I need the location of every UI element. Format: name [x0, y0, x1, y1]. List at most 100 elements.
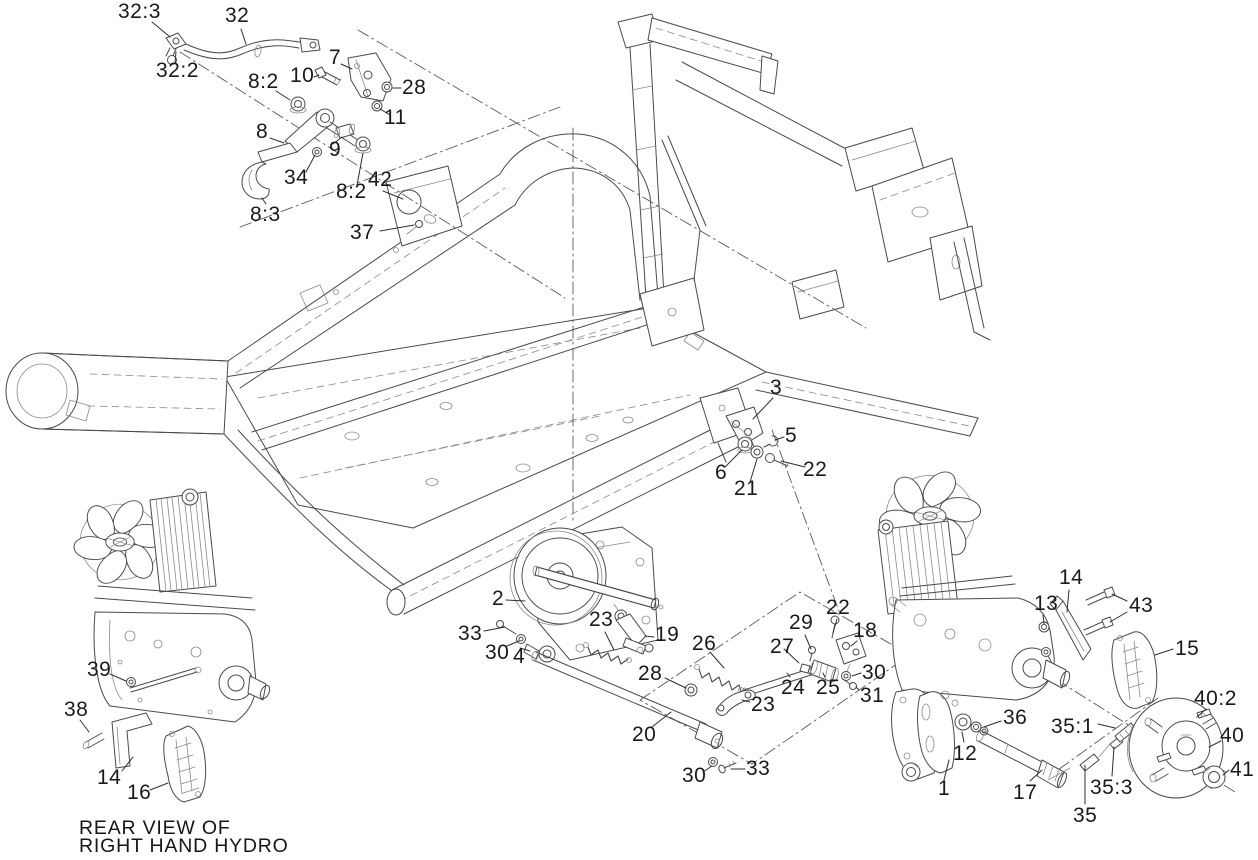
leader-lines: [79, 21, 1230, 805]
leader-line: [1097, 723, 1116, 729]
leader-line: [943, 759, 950, 781]
part-callout: 20: [632, 723, 657, 746]
steering-linkage: [165, 32, 393, 200]
leader-line: [752, 397, 774, 420]
part-callout: 38: [64, 698, 89, 721]
leader-line: [1111, 746, 1115, 777]
leader-line: [379, 108, 391, 116]
leader-line: [240, 28, 247, 45]
leader-line: [1042, 614, 1045, 625]
part-callout: 2: [492, 587, 505, 610]
leader-line: [1109, 611, 1128, 623]
leader-line: [506, 640, 520, 647]
part-callout: 39: [87, 658, 112, 681]
leader-line: [961, 731, 965, 743]
part-callout: 37: [350, 221, 375, 244]
part-callout: 3: [770, 376, 783, 399]
leader-line: [709, 651, 725, 669]
part-callout: 13: [1034, 592, 1059, 615]
leader-line: [1208, 740, 1222, 748]
part-callout: 28: [638, 662, 663, 685]
part-callout: 43: [1129, 594, 1154, 617]
leader-line: [151, 21, 171, 38]
leader-line: [1196, 708, 1207, 718]
leader-line: [749, 458, 758, 483]
part-callout: 17: [1013, 781, 1038, 804]
part-callout: 35:1: [1051, 715, 1094, 738]
part-callout: 12: [953, 742, 978, 765]
left-hydro-assembly: [70, 488, 271, 803]
leader-line: [822, 672, 826, 678]
leader-line: [519, 647, 531, 652]
leader-line: [850, 640, 858, 647]
leader-line: [313, 74, 320, 78]
right-hydro-assembly: [875, 471, 1158, 789]
leader-line: [851, 672, 862, 677]
part-callout: 19: [655, 623, 680, 646]
leader-line: [332, 136, 343, 145]
leader-line: [664, 677, 687, 689]
leader-line: [275, 90, 291, 101]
part-callout: 30: [682, 764, 707, 787]
idler-bracket-assembly: [725, 406, 789, 469]
leader-line: [644, 635, 655, 638]
part-callout: 7: [329, 46, 342, 69]
part-callout: 14: [97, 766, 122, 789]
leader-line: [774, 436, 785, 441]
leader-line: [505, 599, 526, 602]
leader-line: [356, 152, 364, 186]
brake-rotor-assembly: [1127, 697, 1227, 799]
leader-line: [340, 63, 353, 70]
leader-line: [121, 756, 134, 772]
part-callout: 34: [284, 166, 309, 189]
part-callout: 6: [715, 461, 728, 484]
part-callout: 27: [770, 635, 795, 658]
caption-line-2: RIGHT HAND HYDRO: [79, 834, 289, 857]
part-callout: 16: [127, 781, 152, 804]
leader-line: [483, 626, 506, 632]
leader-line: [855, 686, 860, 691]
part-callout: 33: [746, 757, 771, 780]
part-callout: 4: [513, 645, 526, 668]
leader-line: [651, 711, 672, 728]
part-callout: 41: [1230, 758, 1255, 781]
part-callout: 15: [1175, 637, 1200, 660]
leader-line: [1029, 769, 1043, 782]
part-callout: 5: [785, 424, 798, 447]
leader-line: [109, 673, 127, 682]
leader-line: [724, 449, 743, 468]
leader-line: [305, 154, 316, 173]
part-callout: 28: [402, 76, 427, 99]
part-callout: 21: [734, 477, 759, 500]
leader-line: [149, 782, 169, 791]
leader-line: [1111, 593, 1128, 602]
part-callout: 32:2: [156, 59, 199, 82]
part-callout: 36: [1003, 706, 1028, 729]
part-callout: 9: [329, 138, 342, 161]
leader-line: [174, 51, 177, 64]
leader-line: [780, 460, 806, 468]
part-callout: 33: [458, 622, 483, 645]
leader-line: [382, 190, 404, 200]
part-callout: 18: [853, 619, 878, 642]
leader-line: [786, 672, 791, 678]
part-callout: 26: [692, 632, 717, 655]
leader-line: [1066, 589, 1070, 613]
leader-line: [379, 224, 415, 232]
frame-line-art: [5, 13, 991, 616]
part-callout: 30: [862, 661, 887, 684]
part-callout: 8:3: [250, 203, 281, 226]
part-callout: 8:2: [336, 180, 367, 203]
leader-line: [604, 631, 615, 651]
part-callout: 30: [485, 641, 510, 664]
leader-line: [702, 765, 713, 773]
part-callout: 22: [803, 458, 828, 481]
leader-line: [741, 699, 751, 703]
part-callout: 31: [860, 684, 885, 707]
part-callout: 40:2: [1194, 687, 1237, 710]
center-pump-assembly: [496, 526, 867, 774]
part-callout: 35: [1073, 804, 1098, 827]
part-callout: 22: [826, 596, 851, 619]
caption-line-1: REAR VIEW OF: [79, 817, 231, 839]
